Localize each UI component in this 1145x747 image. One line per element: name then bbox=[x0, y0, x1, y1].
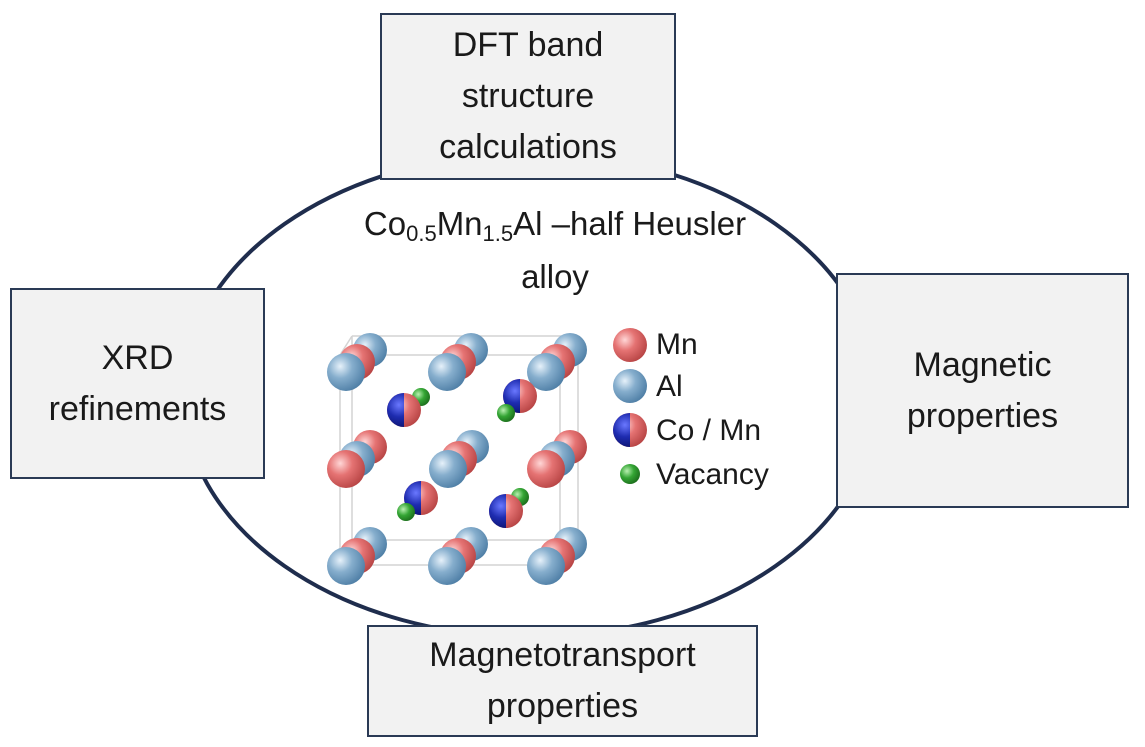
magnetic-box: Magnetic properties bbox=[836, 273, 1129, 508]
atom-mn bbox=[613, 328, 647, 362]
title-co-sub: 0.5 bbox=[406, 221, 437, 246]
atom-co-mn bbox=[489, 494, 523, 528]
atom-mn bbox=[327, 450, 365, 488]
atom-al bbox=[428, 547, 466, 585]
atom-al bbox=[429, 450, 467, 488]
atom-vacancy bbox=[497, 404, 515, 422]
atom-vacancy bbox=[620, 464, 640, 484]
atom-al bbox=[327, 547, 365, 585]
title-mn-sub: 1.5 bbox=[482, 221, 514, 246]
atom-vacancy bbox=[397, 503, 415, 521]
legend-label-vacancy: Vacancy bbox=[656, 458, 769, 491]
alloy-title: Co0.5Mn1.5Al –half Heusler alloy bbox=[270, 198, 840, 304]
atom-al bbox=[613, 369, 647, 403]
legend-markers bbox=[613, 328, 647, 484]
cell-edge bbox=[339, 335, 353, 356]
magnetotransport-box: Magnetotransport properties bbox=[367, 625, 758, 737]
dft-line-1: DFT band bbox=[452, 26, 604, 64]
title-rest: Al –half Heusler bbox=[513, 205, 747, 242]
legend-label-al: Al bbox=[656, 370, 683, 403]
magnetotransport-line-2: properties bbox=[486, 687, 639, 725]
xrd-box: XRD refinements bbox=[10, 288, 265, 479]
atom-mn bbox=[527, 450, 565, 488]
atom-al bbox=[428, 353, 466, 391]
atom-co-mn bbox=[613, 413, 647, 447]
atom-al bbox=[527, 353, 565, 391]
title-line-2: alloy bbox=[521, 257, 589, 295]
legend-label-comn: Co / Mn bbox=[656, 414, 762, 447]
dft-line-3: calculations bbox=[439, 128, 617, 166]
atom-al bbox=[527, 547, 565, 585]
magnetic-line-2: properties bbox=[906, 396, 1059, 435]
xrd-line-2: refinements bbox=[48, 389, 227, 428]
legend-label-mn: Mn bbox=[656, 328, 698, 361]
crystal-structure bbox=[327, 333, 587, 585]
title-co: Co bbox=[363, 205, 407, 242]
xrd-line-1: XRD bbox=[101, 338, 174, 377]
atom-co-mn bbox=[387, 393, 421, 427]
magnetic-line-1: Magnetic bbox=[913, 345, 1052, 384]
dft-line-2: structure bbox=[461, 77, 595, 115]
title-line-1: Co0.5Mn1.5Al –half Heusler bbox=[270, 198, 840, 251]
title-mn: Mn bbox=[436, 205, 483, 242]
dft-box: DFT band structure calculations bbox=[380, 13, 676, 180]
magnetotransport-line-1: Magnetotransport bbox=[429, 636, 696, 674]
atom-al bbox=[327, 353, 365, 391]
